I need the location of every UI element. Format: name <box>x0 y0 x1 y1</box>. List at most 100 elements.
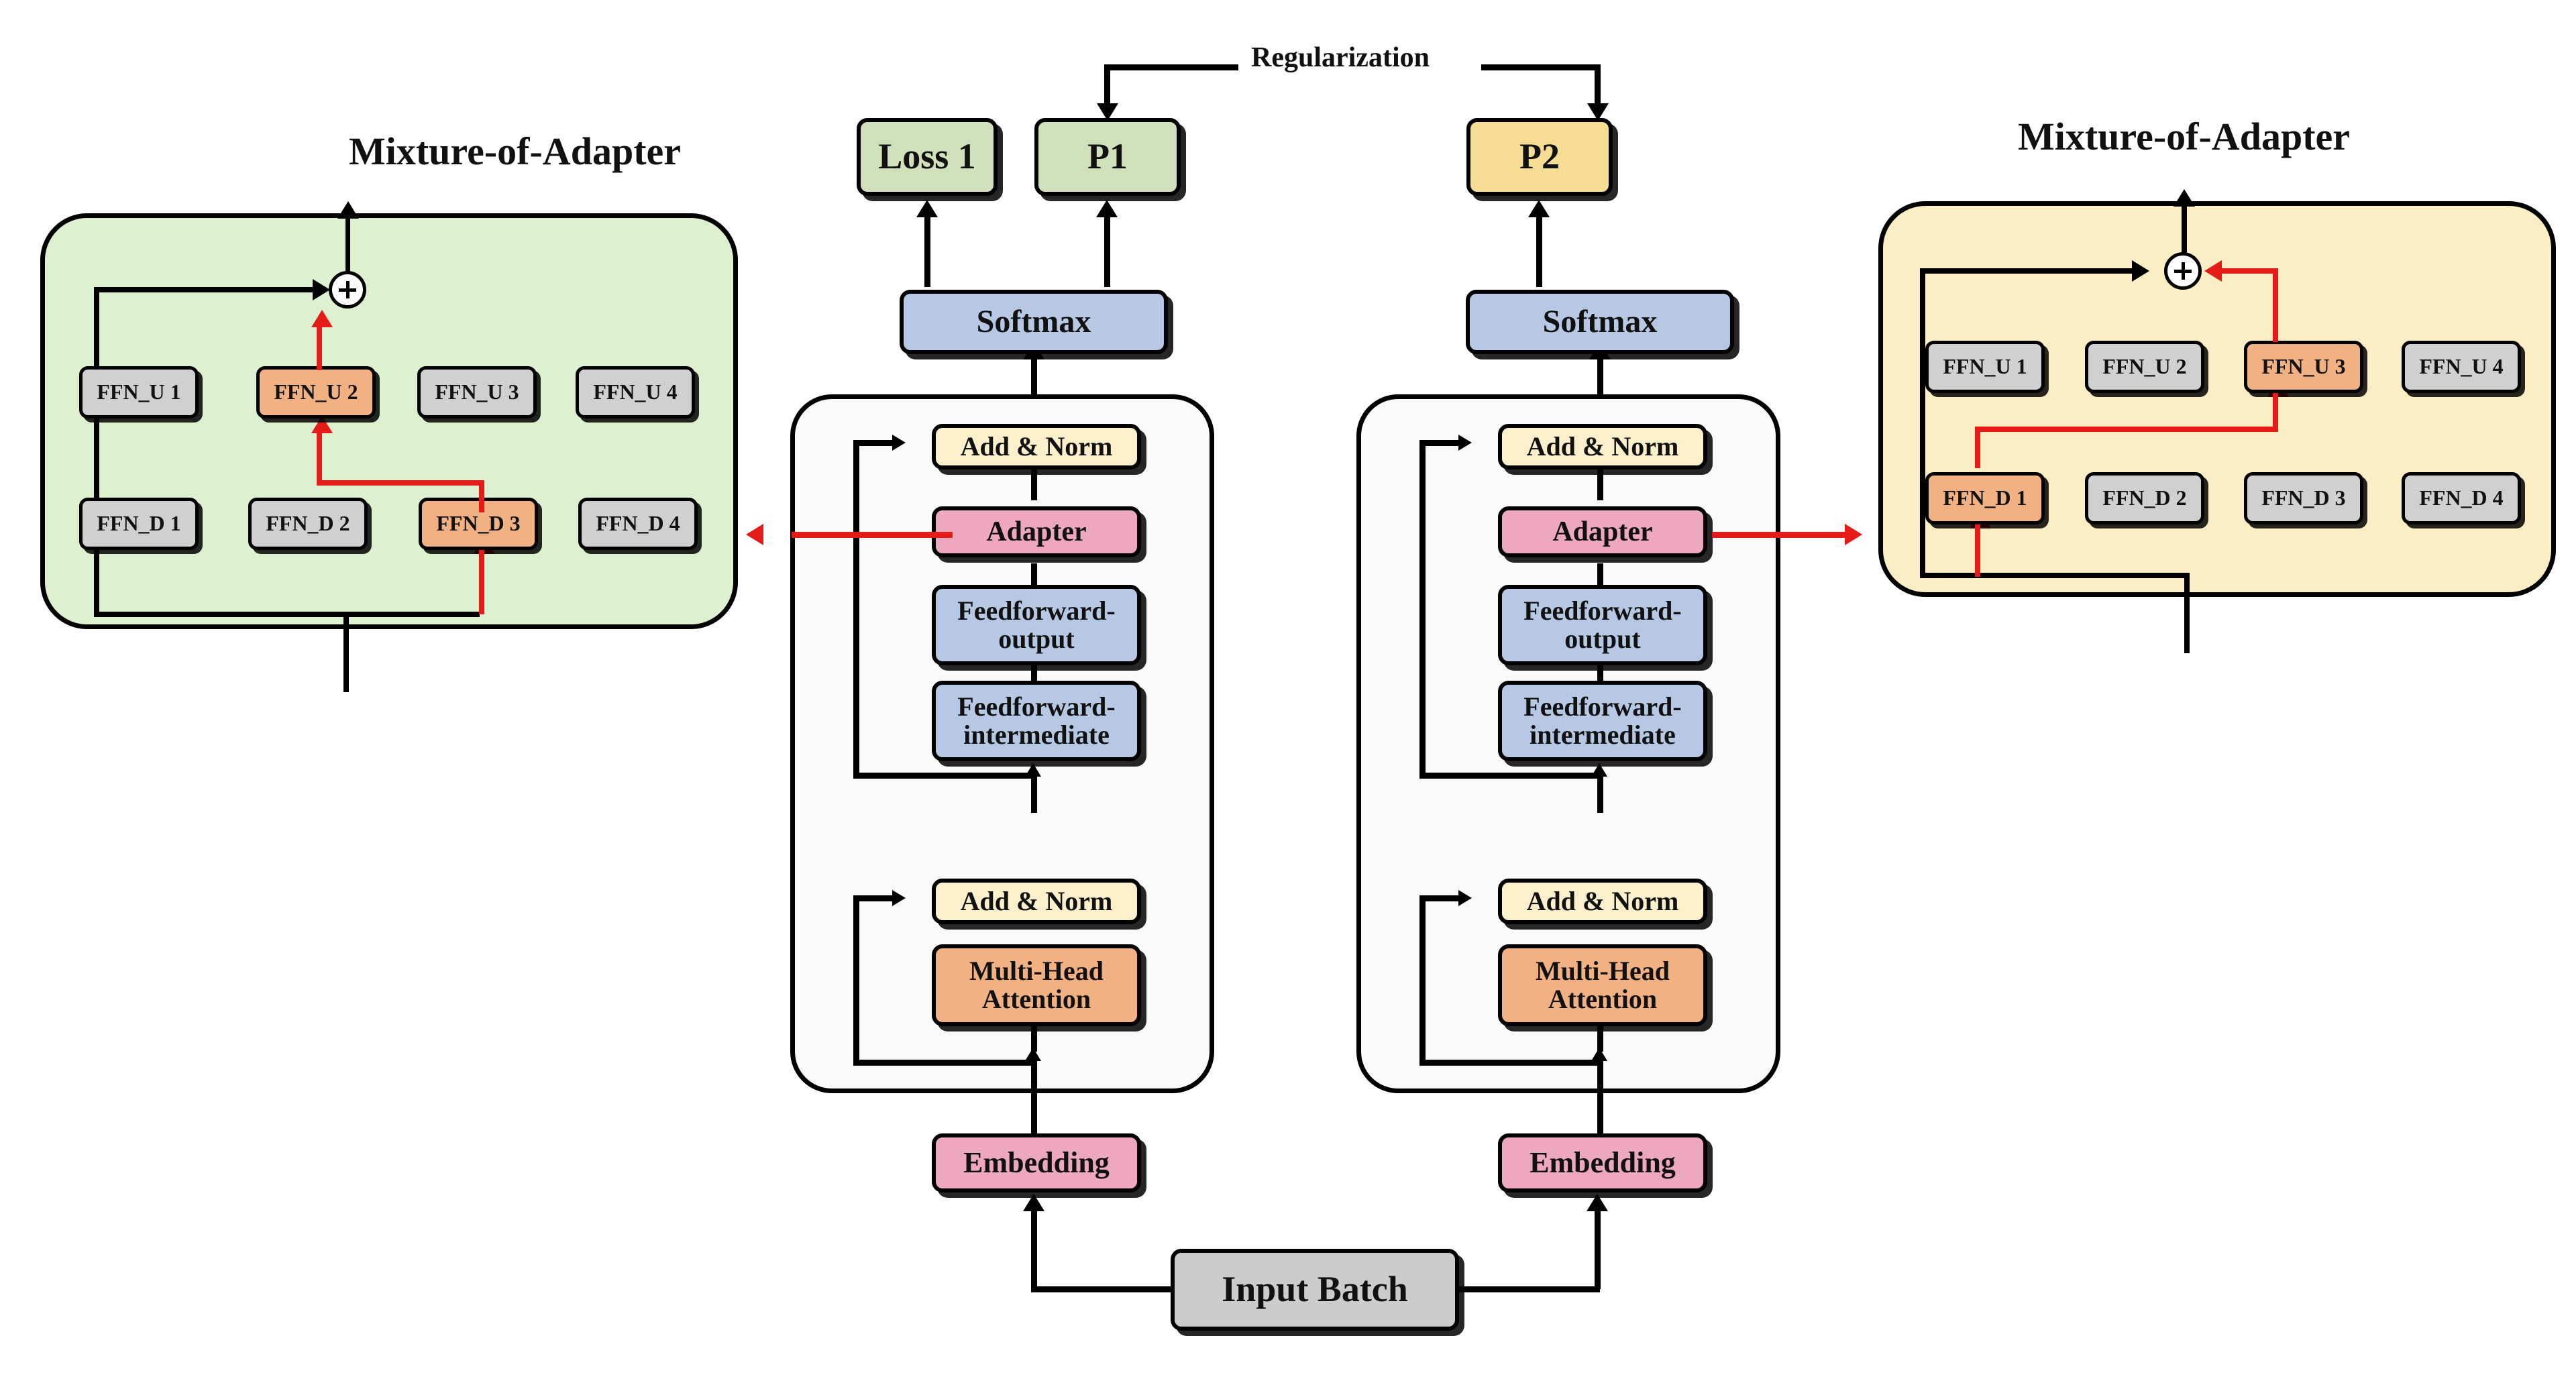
input-batch-right-vline <box>1595 1207 1601 1289</box>
left-ffn-u-2[interactable]: FFN_U 2 <box>256 366 376 418</box>
left-container-to-softmax-line <box>1031 354 1037 396</box>
right-mha-to-addnorm-line <box>1597 1019 1603 1052</box>
left-adapter-link-arrowhead <box>746 524 763 545</box>
left-red-u2-to-plus <box>317 322 322 370</box>
left-ffn-d-1[interactable]: FFN_D 1 <box>79 498 199 550</box>
regularization-arrowhead-left <box>1097 103 1118 121</box>
right-ffn-d-4-label: FFN_D 4 <box>2419 486 2504 510</box>
right-ffn-u-4-label: FFN_U 4 <box>2419 354 2504 379</box>
left-panel-input-line <box>343 612 349 692</box>
softmax-to-p1-line <box>1104 213 1110 287</box>
p1-label: P1 <box>1087 136 1128 177</box>
softmax-to-loss1-arrowhead <box>916 200 938 217</box>
left-skip-bottom-arrowhead <box>892 890 906 906</box>
left-feedforward-intermediate-label: Feedforward-intermediate <box>957 691 1116 750</box>
input-batch-label: Input Batch <box>1222 1269 1408 1310</box>
input-batch-right-arrowhead <box>1587 1194 1608 1211</box>
left-ffn-d-3[interactable]: FFN_D 3 <box>419 498 538 550</box>
left-embedding-box[interactable]: Embedding <box>932 1133 1141 1192</box>
p2-box[interactable]: P2 <box>1466 118 1613 196</box>
right-addnorm-to-ffint-line <box>1597 773 1603 813</box>
regularization-label: Regularization <box>1251 42 1430 73</box>
right-red-d1-up <box>1975 427 1980 468</box>
right-ffn-u-1[interactable]: FFN_U 1 <box>1925 341 2045 393</box>
regularization-drop-right <box>1595 64 1601 106</box>
input-batch-left-arrowhead <box>1023 1194 1044 1211</box>
right-container-to-softmax-line <box>1597 354 1603 396</box>
loss1-box[interactable]: Loss 1 <box>857 118 998 196</box>
right-ffn-d-2[interactable]: FFN_D 2 <box>2085 472 2204 524</box>
right-addnorm-to-ffint-arrowhead <box>1591 763 1607 777</box>
left-ffint-to-ffout-line <box>1031 661 1037 686</box>
regularization-drop-left <box>1104 64 1110 106</box>
right-skip-bottom-hline-bottom <box>1419 1060 1602 1066</box>
right-add-norm-bottom-label: Add & Norm <box>1526 885 1679 916</box>
left-adapter-box[interactable]: Adapter <box>932 506 1141 557</box>
left-adapter-label: Adapter <box>986 516 1087 547</box>
right-multi-head-attention[interactable]: Multi-Head Attention <box>1498 944 1707 1026</box>
left-skip-bottom-hline-bottom <box>853 1060 1036 1066</box>
left-embed-to-mha-arrowhead <box>1025 1048 1041 1061</box>
right-ffn-d-1[interactable]: FFN_D 1 <box>1925 472 2045 524</box>
right-skip-top-vline <box>1419 440 1426 778</box>
left-ffn-d-2[interactable]: FFN_D 2 <box>248 498 368 550</box>
p1-box[interactable]: P1 <box>1034 118 1181 196</box>
left-add-norm-bottom[interactable]: Add & Norm <box>932 879 1141 924</box>
left-softmax-box[interactable]: Softmax <box>900 290 1168 354</box>
right-add-norm-top[interactable]: Add & Norm <box>1498 424 1707 469</box>
left-ffn-u-4-label: FFN_U 4 <box>593 380 678 404</box>
right-ffint-to-ffout-line <box>1597 661 1603 686</box>
input-batch-box[interactable]: Input Batch <box>1171 1249 1459 1331</box>
left-red-d3-up <box>479 480 484 512</box>
left-feedforward-intermediate[interactable]: Feedforward-intermediate <box>932 681 1141 761</box>
left-feedforward-output[interactable]: Feedforward-output <box>932 585 1141 665</box>
right-ffn-u-3[interactable]: FFN_U 3 <box>2244 341 2363 393</box>
right-feedforward-output[interactable]: Feedforward-output <box>1498 585 1707 665</box>
softmax-to-loss1-line <box>924 213 930 287</box>
left-ffn-u-4[interactable]: FFN_U 4 <box>576 366 695 418</box>
right-add-norm-bottom[interactable]: Add & Norm <box>1498 879 1707 924</box>
right-feedforward-intermediate[interactable]: Feedforward-intermediate <box>1498 681 1707 761</box>
right-adapter-label: Adapter <box>1552 516 1653 547</box>
left-ffn-u-1[interactable]: FFN_U 1 <box>79 366 199 418</box>
right-ffn-d-4[interactable]: FFN_D 4 <box>2402 472 2521 524</box>
right-embed-to-mha-line <box>1597 1060 1603 1133</box>
right-ffn-d-3-label: FFN_D 3 <box>2261 486 2346 510</box>
left-skip-bottom-vline <box>853 895 859 1065</box>
right-ffn-d-3[interactable]: FFN_D 3 <box>2244 472 2363 524</box>
left-ffn-d-4[interactable]: FFN_D 4 <box>578 498 698 550</box>
right-panel-output-arrowhead <box>2174 189 2195 207</box>
left-mha-to-addnorm-line <box>1031 1019 1037 1052</box>
left-add-norm-top[interactable]: Add & Norm <box>932 424 1141 469</box>
right-ffn-u-2[interactable]: FFN_U 2 <box>2085 341 2204 393</box>
right-panel-title: Mixture-of-Adapter <box>2018 115 2351 158</box>
left-ffout-to-adapter-line <box>1031 563 1037 590</box>
right-ffn-u-3-label: FFN_U 3 <box>2261 354 2346 379</box>
right-ffn-u-1-label: FFN_U 1 <box>1943 354 2027 379</box>
right-adapter-box[interactable]: Adapter <box>1498 506 1707 557</box>
left-adapter-link-seg2 <box>835 532 953 538</box>
left-ffn-u-3[interactable]: FFN_U 3 <box>417 366 537 418</box>
left-feedforward-output-label: Feedforward-output <box>957 595 1116 654</box>
right-embedding-box[interactable]: Embedding <box>1498 1133 1707 1192</box>
right-ffout-to-adapter-line <box>1597 563 1603 590</box>
left-multi-head-attention[interactable]: Multi-Head Attention <box>932 944 1141 1026</box>
right-ffn-d-1-label: FFN_D 1 <box>1943 486 2027 510</box>
left-embedding-label: Embedding <box>963 1146 1110 1179</box>
left-skip-top-hline-top <box>853 440 895 446</box>
left-skip-top-vline <box>853 440 859 778</box>
right-skip-top-arrowhead <box>1458 435 1472 451</box>
right-softmax-box[interactable]: Softmax <box>1466 290 1734 354</box>
p2-label: P2 <box>1519 136 1560 177</box>
input-batch-left-vline <box>1031 1207 1037 1289</box>
right-feedforward-output-label: Feedforward-output <box>1523 595 1682 654</box>
right-ffn-u-4[interactable]: FFN_U 4 <box>2402 341 2521 393</box>
right-adapter-to-addnorm-line <box>1597 463 1603 500</box>
softmax-to-p1-arrowhead <box>1096 200 1118 217</box>
input-batch-left-hline <box>1031 1286 1175 1292</box>
right-skip-top-hline-bottom <box>1419 773 1602 779</box>
right-residual-bottom-drop <box>2184 573 2190 653</box>
right-feedforward-intermediate-label: Feedforward-intermediate <box>1523 691 1682 750</box>
left-red-horizontal <box>317 480 484 486</box>
left-red-into-ffn-d3 <box>479 550 484 614</box>
